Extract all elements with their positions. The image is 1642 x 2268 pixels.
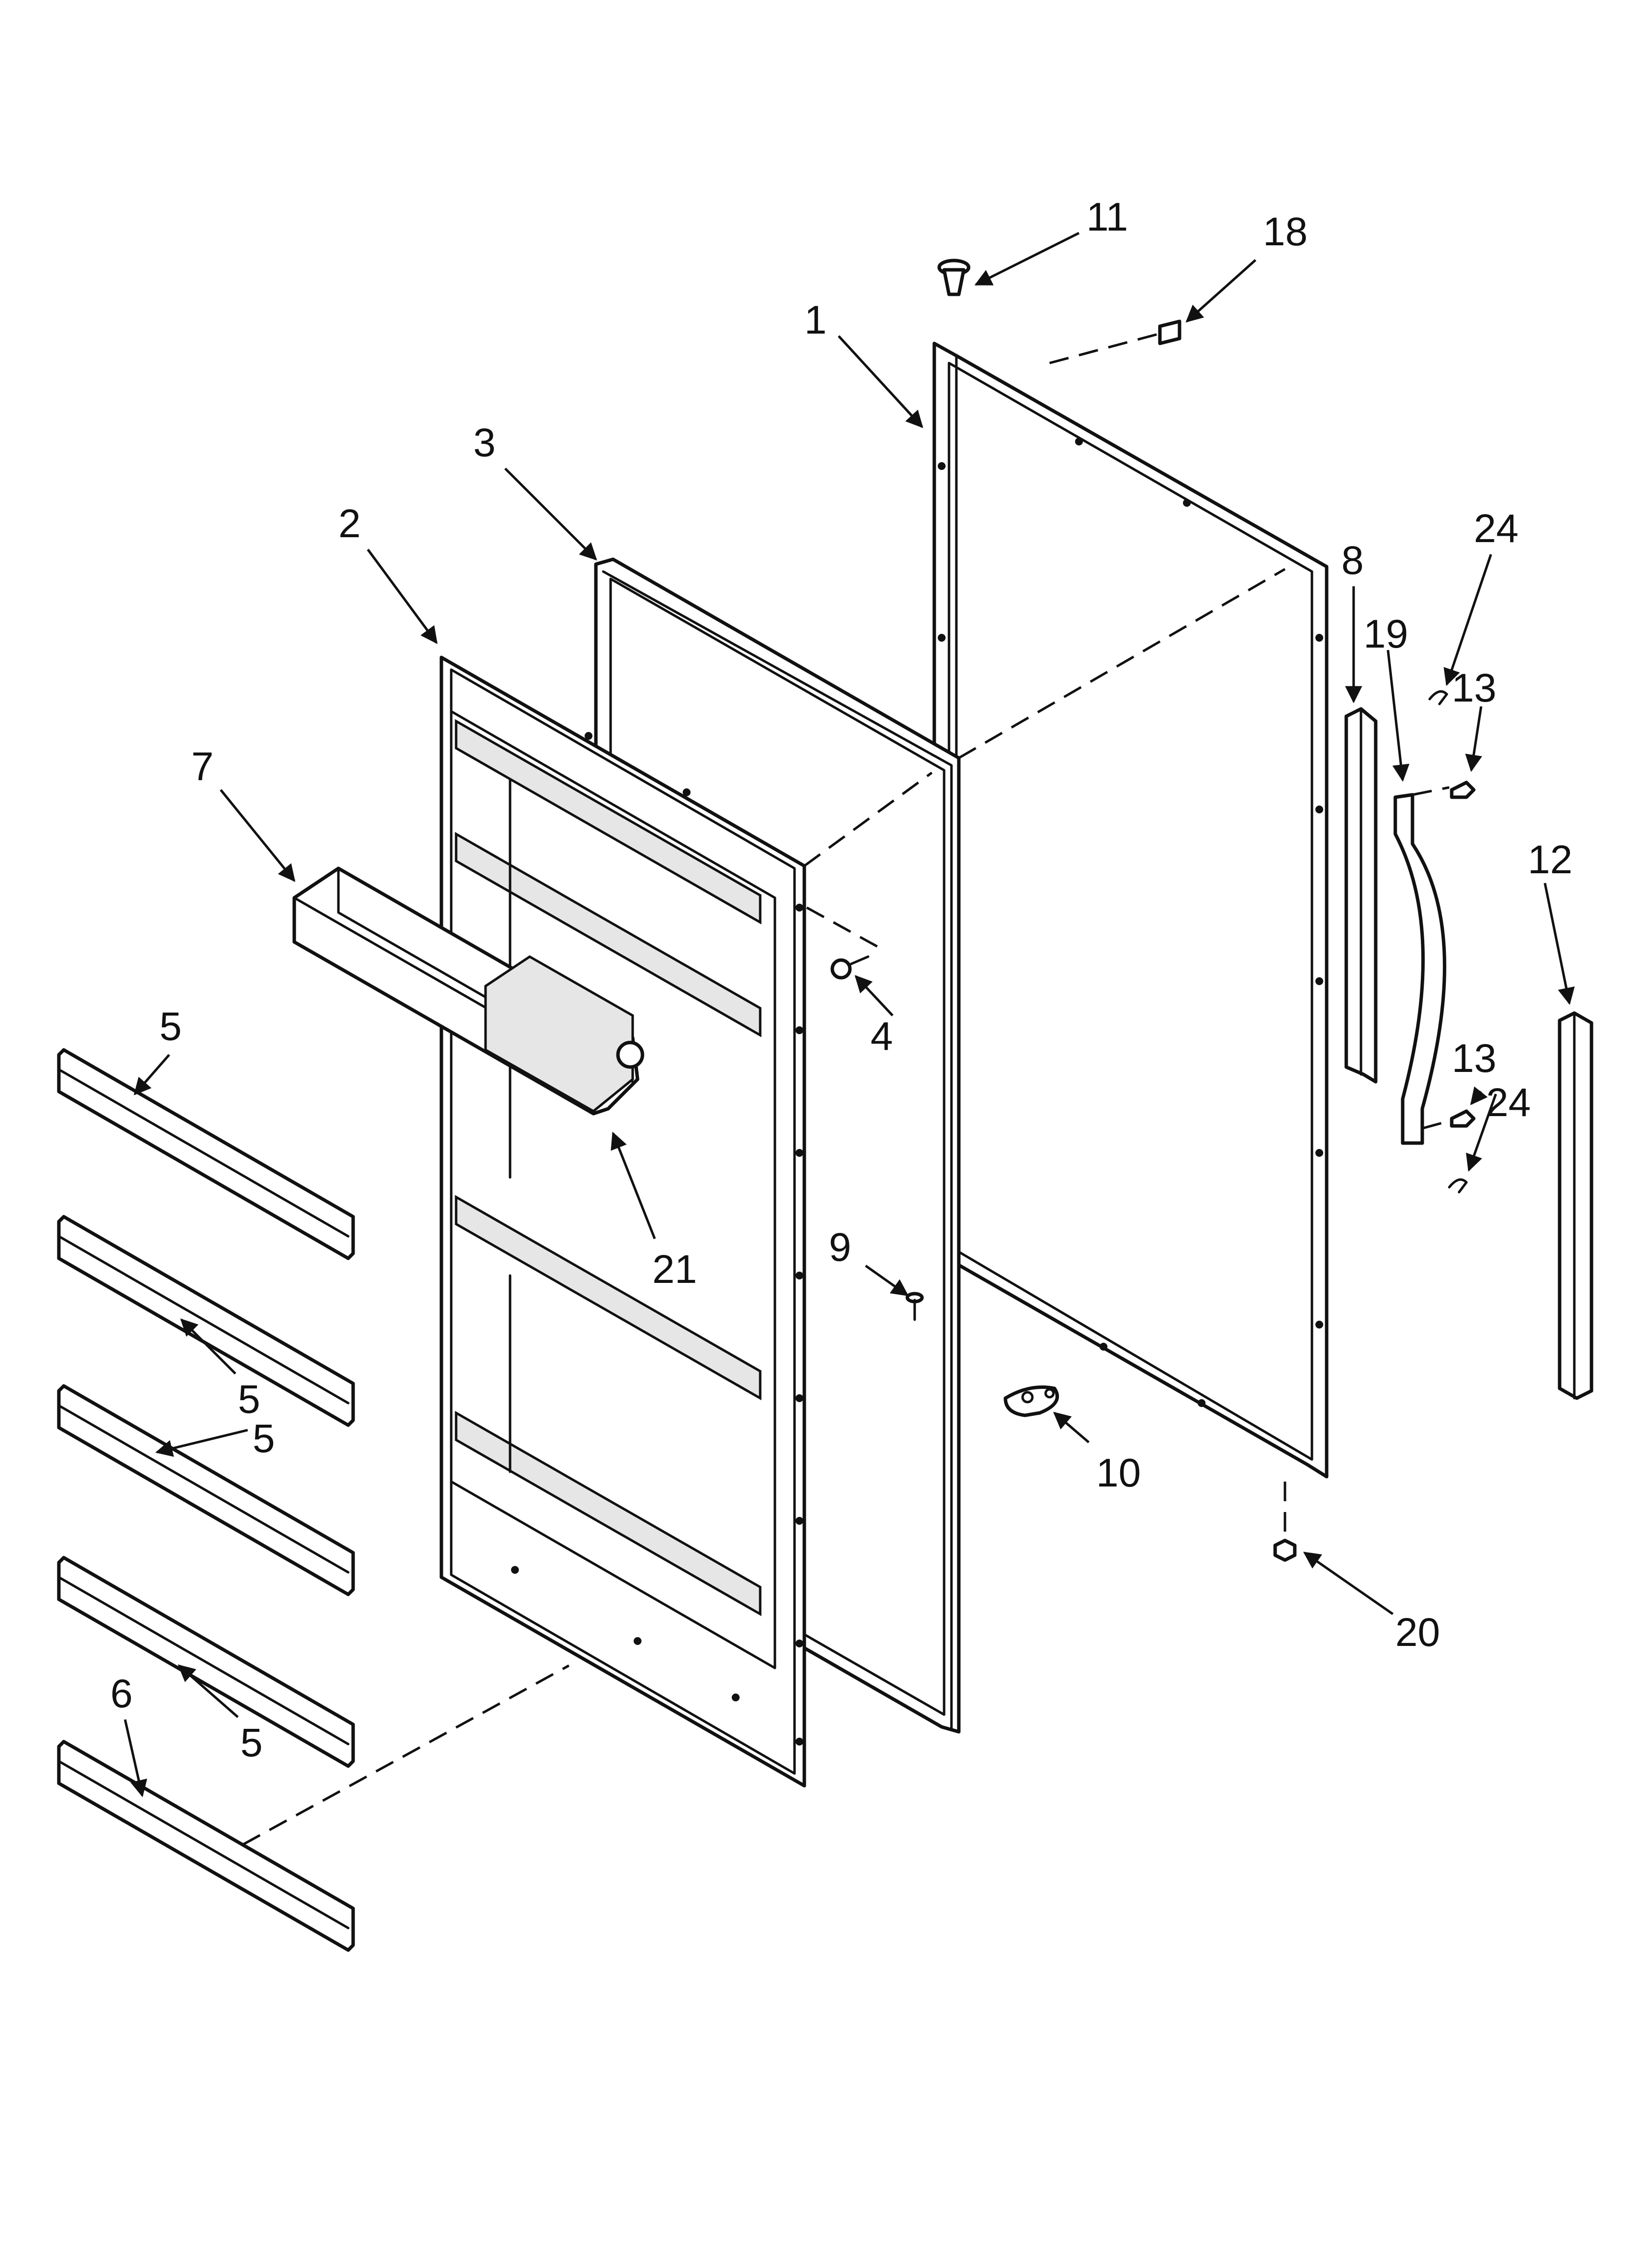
- alignment-lines: [242, 332, 1450, 1846]
- shelf-rail-2: [57, 1215, 355, 1427]
- door-inner-liner: [439, 655, 806, 1788]
- callout-leaders: [124, 232, 1575, 1798]
- shelf-rail-4: [57, 1556, 355, 1768]
- screw-13-top-icon: [1450, 781, 1476, 799]
- callout-7: 7: [191, 744, 214, 789]
- callout-19: 19: [1363, 612, 1408, 656]
- dairy-door-bin: [292, 866, 644, 1116]
- hinge-bracket-10-icon: [1003, 1385, 1059, 1417]
- callout-21: 21: [652, 1247, 697, 1292]
- callout-3: 3: [473, 420, 496, 465]
- callout-4: 4: [871, 1014, 893, 1059]
- bin-knob-icon: [616, 1041, 644, 1069]
- clip-18-icon: [1158, 319, 1181, 345]
- shelf-rail-6: [57, 1740, 355, 1952]
- callout-13-b: 13: [1452, 1036, 1496, 1081]
- pin-9-icon: [905, 1292, 924, 1321]
- callout-12: 12: [1528, 837, 1572, 882]
- side-trim-strip: [1558, 1011, 1593, 1400]
- callout-20: 20: [1395, 1610, 1440, 1655]
- clip-24-top-icon: [1428, 690, 1448, 705]
- callout-1: 1: [804, 298, 827, 342]
- callout-11: 11: [1086, 195, 1128, 239]
- callout-8: 8: [1341, 538, 1364, 583]
- screw-13-bottom-icon: [1450, 1109, 1476, 1128]
- door-handle: [1393, 793, 1446, 1145]
- callout-2: 2: [338, 501, 361, 546]
- callout-5-a: 5: [159, 1004, 182, 1049]
- callout-24-a: 24: [1474, 506, 1518, 551]
- callout-24-b: 24: [1486, 1080, 1531, 1125]
- callout-6: 6: [110, 1671, 133, 1716]
- callout-13-a: 13: [1452, 666, 1496, 710]
- callout-labels: 11 18 1 3 2 7 5 5 5 5 6 21 4 9 10 20 8 1…: [110, 195, 1572, 1765]
- callout-5-c: 5: [253, 1416, 275, 1461]
- clip-24-bottom-icon: [1448, 1178, 1468, 1194]
- shelf-rail-3: [57, 1384, 355, 1596]
- callout-18: 18: [1263, 209, 1308, 254]
- screw-4-icon: [830, 955, 870, 980]
- handle-trim-strip: [1344, 707, 1378, 1084]
- callout-9: 9: [829, 1225, 851, 1270]
- callout-10: 10: [1096, 1451, 1141, 1495]
- screw-11-icon: [937, 259, 971, 296]
- door-outer-panel: [932, 341, 1329, 1479]
- nut-20-icon: [1273, 1538, 1297, 1562]
- door-inner-liner-holes: [511, 732, 803, 1746]
- callout-5-b: 5: [238, 1377, 260, 1422]
- shelf-rail-1: [57, 1048, 355, 1260]
- callout-5-d: 5: [240, 1721, 263, 1765]
